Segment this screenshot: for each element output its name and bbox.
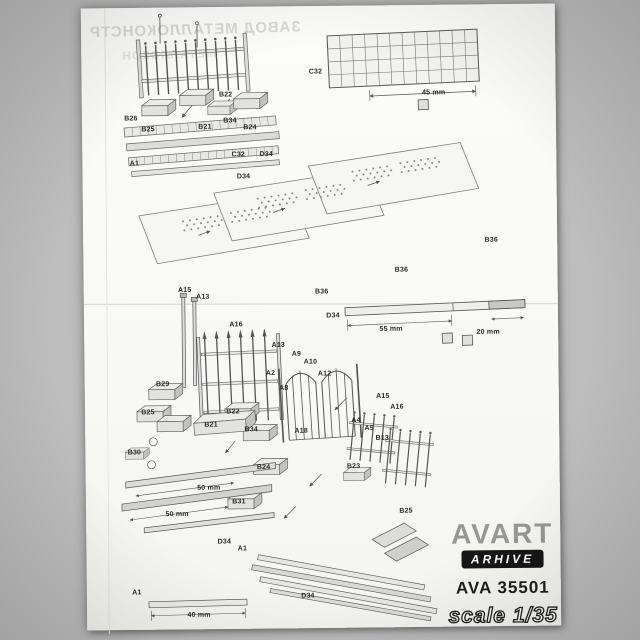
scale-text: scale 1/35 bbox=[448, 603, 559, 628]
part-label: B22 bbox=[226, 408, 240, 416]
part-label: B25 bbox=[399, 507, 413, 515]
part-label: C32 bbox=[231, 151, 246, 159]
part-label: B23 bbox=[346, 463, 361, 471]
lower-arrows bbox=[225, 397, 348, 519]
part-label: A16 bbox=[229, 321, 243, 329]
part-label: B22 bbox=[218, 91, 233, 99]
part-label: B36 bbox=[314, 288, 329, 296]
brand-block: AVART ARHIVE AVA 35501 scale 1/35 bbox=[442, 517, 563, 629]
part-label: D34 bbox=[259, 150, 274, 159]
part-label: A2 bbox=[265, 369, 276, 378]
part-label: D34 bbox=[326, 312, 340, 320]
part-label: B25 bbox=[141, 409, 155, 417]
diagram-lineart bbox=[83, 8, 558, 635]
part-label: A4 bbox=[351, 417, 361, 425]
part-label: D34 bbox=[301, 592, 315, 600]
slat-stack bbox=[123, 115, 280, 177]
part-label: A16 bbox=[390, 403, 404, 411]
gate-parts bbox=[278, 363, 363, 443]
part-label: 50 mm bbox=[197, 484, 221, 492]
part-label: B34 bbox=[223, 117, 237, 125]
part-label: A12 bbox=[317, 370, 332, 378]
a1-strip-diagram bbox=[148, 598, 248, 621]
part-label: B21 bbox=[204, 421, 218, 429]
pole-markers bbox=[157, 13, 199, 48]
brand-sub-badge: ARHIVE bbox=[461, 549, 544, 569]
long-box-b21 bbox=[192, 409, 257, 436]
part-label: D34 bbox=[217, 538, 232, 546]
part-label: B29 bbox=[155, 381, 170, 389]
part-label: A10 bbox=[303, 358, 318, 366]
right-fence-1 bbox=[346, 411, 398, 464]
panel-parts bbox=[138, 142, 480, 265]
part-label: B24 bbox=[243, 124, 257, 132]
part-label: B34 bbox=[244, 426, 258, 434]
d34-strip-diagram bbox=[344, 299, 526, 346]
part-label: B24 bbox=[256, 464, 271, 472]
part-label: B21 bbox=[198, 123, 212, 131]
top-fence-diagram bbox=[135, 32, 251, 99]
grid-part-c32 bbox=[326, 28, 480, 111]
part-label: A15 bbox=[177, 286, 192, 294]
wedge-parts bbox=[371, 522, 430, 562]
lower-posts bbox=[179, 293, 198, 388]
product-code: AVA 35501 bbox=[455, 577, 550, 598]
part-label: A9 bbox=[291, 350, 302, 358]
part-label: 40 mm bbox=[187, 611, 211, 619]
part-label: B31 bbox=[232, 498, 246, 506]
part-label: B13 bbox=[375, 434, 390, 442]
paper-sheet: ЗАВОД МЕТАЛЛОКОНСТР МЕТАЛЛОКОН bbox=[80, 3, 563, 635]
part-label: 45 mm bbox=[422, 89, 446, 97]
brand-name: AVART bbox=[450, 517, 554, 550]
beams bbox=[121, 462, 276, 534]
part-label: B25 bbox=[141, 126, 155, 134]
part-label: 55 mm bbox=[379, 325, 403, 333]
part-label: A1 bbox=[129, 160, 140, 168]
bottom-strips bbox=[251, 554, 438, 622]
part-label: D34 bbox=[236, 173, 251, 181]
part-label: A1 bbox=[237, 545, 248, 553]
part-label: A13 bbox=[271, 341, 286, 350]
part-label: A5 bbox=[364, 424, 374, 433]
part-label: 20 mm bbox=[476, 328, 500, 336]
part-label: B36 bbox=[394, 266, 409, 274]
part-label: A13 bbox=[196, 293, 210, 301]
panel-arrows bbox=[198, 180, 380, 236]
top-boxes bbox=[141, 88, 269, 117]
part-label: C32 bbox=[308, 68, 323, 76]
right-fence-2 bbox=[382, 427, 434, 488]
part-label: A15 bbox=[376, 392, 390, 400]
callout-circles bbox=[147, 437, 158, 470]
part-label: B36 bbox=[484, 236, 498, 244]
part-label: B30 bbox=[127, 449, 142, 457]
part-label: A18 bbox=[294, 427, 308, 435]
part-label: A1 bbox=[132, 589, 142, 597]
part-label: 50 mm bbox=[165, 510, 189, 519]
part-label: A8 bbox=[279, 384, 289, 392]
part-label: B26 bbox=[124, 115, 138, 123]
